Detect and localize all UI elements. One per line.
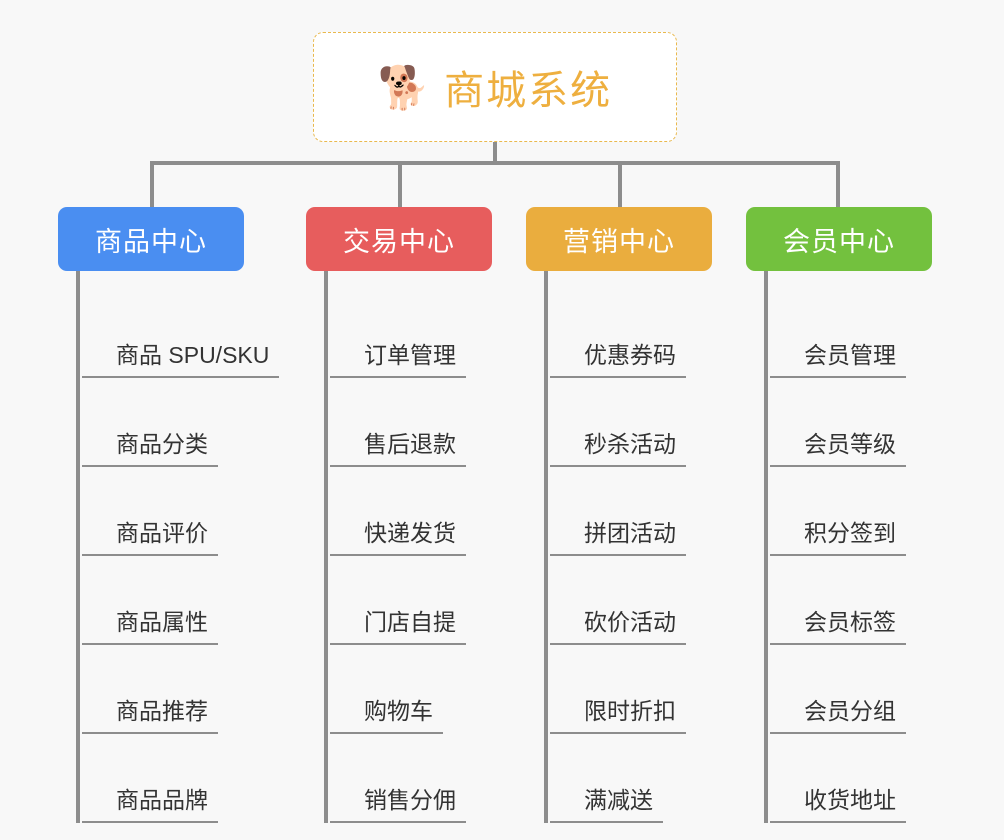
list-item[interactable]: 会员管理 (770, 289, 932, 378)
branch-items-0: 商品 SPU/SKU 商品分类 商品评价 商品属性 商品推荐 商品品牌 (76, 271, 280, 823)
list-item[interactable]: 满减送 (550, 734, 712, 823)
connector-root-stem (493, 142, 497, 164)
list-item[interactable]: 购物车 (330, 645, 492, 734)
list-item[interactable]: 会员等级 (770, 378, 932, 467)
branch-会员中心: 会员中心 会员管理 会员等级 积分签到 会员标签 会员分组 收货地址 (746, 207, 932, 823)
branch-items-2: 优惠券码 秒杀活动 拼团活动 砍价活动 限时折扣 满减送 (544, 271, 712, 823)
connector-drop-3 (836, 161, 840, 207)
list-item[interactable]: 商品属性 (82, 556, 279, 645)
list-item[interactable]: 砍价活动 (550, 556, 712, 645)
list-item[interactable]: 优惠券码 (550, 289, 712, 378)
list-item[interactable]: 快递发货 (330, 467, 492, 556)
list-item-label: 商品 SPU/SKU (82, 342, 280, 378)
list-item[interactable]: 商品评价 (82, 467, 279, 556)
list-item-label: 门店自提 (330, 609, 466, 645)
list-item-label: 商品评价 (82, 520, 218, 556)
list-item-label: 商品推荐 (82, 698, 218, 734)
list-item[interactable]: 销售分佣 (330, 734, 492, 823)
list-item[interactable]: 商品品牌 (82, 734, 279, 823)
list-item[interactable]: 商品推荐 (82, 645, 279, 734)
shiba-dog-icon: 🐕 (377, 64, 431, 111)
list-item-label: 订单管理 (330, 342, 466, 378)
connector-horizontal-bus (150, 161, 840, 165)
list-item-label: 限时折扣 (550, 698, 686, 734)
list-item[interactable]: 门店自提 (330, 556, 492, 645)
branch-header-3[interactable]: 会员中心 (746, 207, 932, 271)
branch-营销中心: 营销中心 优惠券码 秒杀活动 拼团活动 砍价活动 限时折扣 满减送 (526, 207, 712, 823)
list-item[interactable]: 拼团活动 (550, 467, 712, 556)
list-item-label: 积分签到 (770, 520, 906, 556)
root-node[interactable]: 🐕 商城系统 (313, 32, 677, 142)
branch-交易中心: 交易中心 订单管理 售后退款 快递发货 门店自提 购物车 销售分佣 (306, 207, 492, 823)
list-item[interactable]: 商品 SPU/SKU (82, 289, 280, 378)
branch-header-0[interactable]: 商品中心 (58, 207, 244, 271)
list-item-label: 砍价活动 (550, 609, 686, 645)
list-item-label: 拼团活动 (550, 520, 686, 556)
list-item-label: 会员分组 (770, 698, 906, 734)
list-item-label: 商品分类 (82, 431, 218, 467)
list-item[interactable]: 秒杀活动 (550, 378, 712, 467)
list-item-label: 售后退款 (330, 431, 466, 467)
list-item-label: 销售分佣 (330, 787, 466, 823)
branch-header-2[interactable]: 营销中心 (526, 207, 712, 271)
list-item-label: 秒杀活动 (550, 431, 686, 467)
list-item[interactable]: 会员分组 (770, 645, 932, 734)
list-item-label: 优惠券码 (550, 342, 686, 378)
list-item-label: 会员管理 (770, 342, 906, 378)
list-item-label: 购物车 (330, 698, 443, 734)
list-item[interactable]: 会员标签 (770, 556, 932, 645)
branch-商品中心: 商品中心 商品 SPU/SKU 商品分类 商品评价 商品属性 商品推荐 商品品牌 (58, 207, 280, 823)
list-item[interactable]: 售后退款 (330, 378, 492, 467)
list-item-label: 会员标签 (770, 609, 906, 645)
list-item-label: 满减送 (550, 787, 663, 823)
list-item[interactable]: 限时折扣 (550, 645, 712, 734)
list-item-label: 商品品牌 (82, 787, 218, 823)
list-item[interactable]: 商品分类 (82, 378, 279, 467)
connector-drop-2 (618, 161, 622, 207)
list-item[interactable]: 订单管理 (330, 289, 492, 378)
list-item-label: 收货地址 (770, 787, 906, 823)
list-item-label: 会员等级 (770, 431, 906, 467)
list-item[interactable]: 收货地址 (770, 734, 932, 823)
branch-header-1[interactable]: 交易中心 (306, 207, 492, 271)
root-title: 商城系统 (444, 69, 613, 113)
list-item-label: 商品属性 (82, 609, 218, 645)
connector-drop-0 (150, 161, 154, 207)
branch-items-3: 会员管理 会员等级 积分签到 会员标签 会员分组 收货地址 (764, 271, 932, 823)
connector-drop-1 (398, 161, 402, 207)
branch-items-1: 订单管理 售后退款 快递发货 门店自提 购物车 销售分佣 (324, 271, 492, 823)
list-item-label: 快递发货 (330, 520, 466, 556)
list-item[interactable]: 积分签到 (770, 467, 932, 556)
